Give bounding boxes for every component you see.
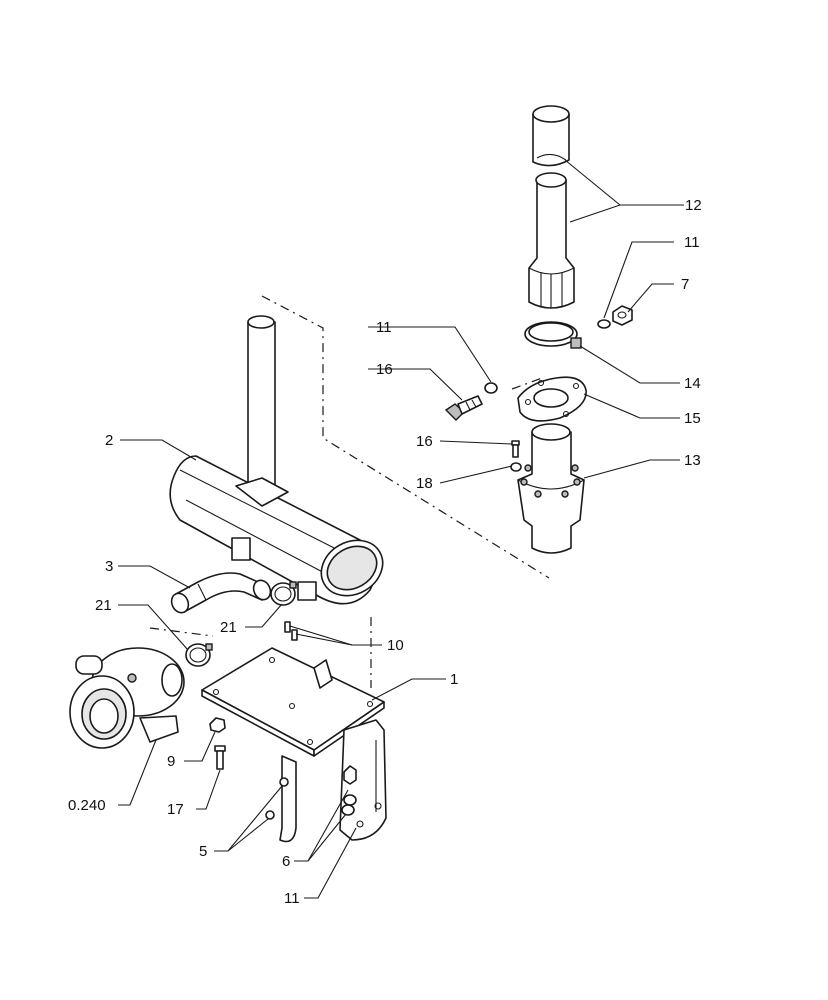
label-16-a: 16	[376, 361, 393, 378]
mounting-plate	[201, 647, 387, 843]
washer-mid	[484, 382, 498, 394]
hose-clamp-left	[185, 643, 213, 667]
centerline-turbo	[149, 627, 214, 637]
gasket	[517, 376, 587, 422]
label-11-bot: 11	[284, 890, 300, 907]
label-15: 15	[684, 410, 701, 427]
label-3: 3	[105, 558, 113, 575]
adapter-flange	[517, 423, 585, 554]
nut-9	[209, 717, 226, 733]
tail-pipe-lower	[528, 172, 575, 309]
bolts-10	[284, 621, 298, 641]
fasteners-6	[341, 765, 357, 816]
washer-top	[597, 319, 611, 329]
hose-clamp-right	[270, 581, 297, 606]
label-13: 13	[684, 452, 701, 469]
label-2: 2	[105, 432, 113, 449]
label-21-b: 21	[220, 619, 237, 636]
label-5: 5	[199, 843, 207, 860]
label-11-mid: 11	[376, 319, 392, 336]
screws-5	[265, 777, 289, 820]
label-12: 12	[685, 197, 702, 214]
label-0240: 0.240	[68, 797, 106, 814]
assembly-centerlines	[149, 295, 550, 688]
bolt-16-upper	[444, 395, 483, 421]
label-6: 6	[282, 853, 290, 870]
centerline-clamp	[511, 376, 546, 390]
label-14: 14	[684, 375, 701, 392]
clamp-ring	[524, 321, 582, 349]
label-7: 7	[681, 276, 689, 293]
nut-top	[612, 305, 633, 326]
label-11-top: 11	[684, 234, 700, 251]
washer-18	[510, 462, 522, 472]
intake-hose	[170, 572, 272, 614]
bolt-16-lower	[511, 440, 520, 458]
label-18: 18	[416, 475, 433, 492]
muffler	[169, 315, 384, 605]
bolt-17	[214, 745, 226, 770]
label-10: 10	[387, 637, 404, 654]
leader-lines	[118, 159, 684, 899]
turbocharger	[69, 647, 185, 749]
label-21-a: 21	[95, 597, 112, 614]
label-16-b: 16	[416, 433, 433, 450]
label-17: 17	[167, 801, 184, 818]
tail-pipe-upper	[532, 105, 570, 167]
label-1: 1	[450, 671, 458, 688]
label-9: 9	[167, 753, 175, 770]
callout-labels: 12 11 7 11 16 14 15 16 13 18 2 3 21 21 1…	[68, 197, 702, 907]
